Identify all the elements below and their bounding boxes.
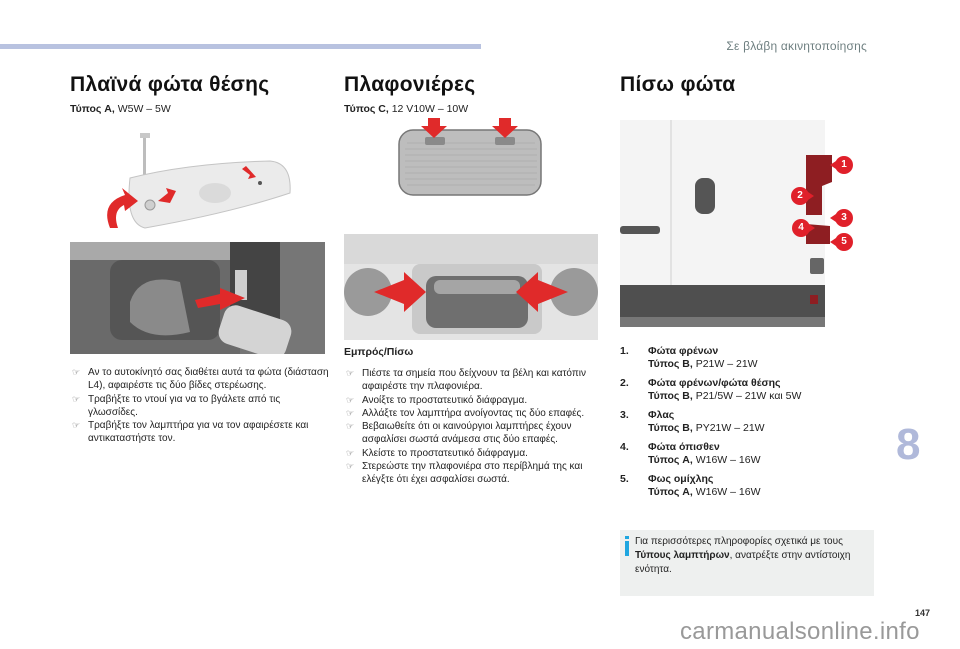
- rear-light-item: 5. Φως ομίχλης Τύπος A, W16W – 16W: [620, 473, 882, 499]
- press-arrow-left: [158, 188, 176, 203]
- rear-light-item: 3. Φλας Τύπος B, PY21W – 21W: [620, 409, 882, 435]
- pointing-hand-icon: ☞: [72, 393, 81, 404]
- screw-right: [258, 181, 262, 185]
- pointing-hand-icon: ☞: [346, 447, 355, 458]
- side-light-removal-figure: [70, 133, 325, 233]
- info-box: Για περισσότερες πληροφορίες σχετικά με …: [620, 530, 873, 596]
- light-name: Φώτα φρένων: [648, 345, 719, 357]
- press-arrow-left: [421, 118, 447, 138]
- light-type: Τύπος B, P21W – 21W: [648, 358, 758, 370]
- screwdriver-shaft: [143, 138, 146, 203]
- pointing-hand-icon: ☞: [346, 461, 355, 472]
- info-text: Για περισσότερες πληροφορίες σχετικά με …: [635, 536, 851, 575]
- pointing-hand-icon: ☞: [346, 407, 355, 418]
- insert-arrow: [195, 288, 245, 310]
- rear-light-item: 1. Φώτα φρένων Τύπος B, P21W – 21W: [620, 345, 882, 371]
- pointing-hand-icon: ☞: [72, 420, 81, 431]
- clip-left: [425, 137, 445, 145]
- rear-light-item: 4. Φώτα όπισθεν Τύπος A, W16W – 16W: [620, 441, 882, 467]
- courtesy-lights-title: Πλαφονιέρες: [344, 73, 476, 96]
- step-item: ☞Βεβαιωθείτε ότι οι καινούργιοι λαμπτήρε…: [346, 421, 572, 446]
- callout-pointer: [830, 238, 836, 246]
- press-arrow-right: [492, 118, 518, 138]
- step-item: ☞Κλείστε το προστατευτικό διάφραγμα.: [346, 447, 528, 459]
- reflector: [810, 295, 818, 304]
- courtesy-lights-steps: ☞Πιέστε τα σημεία που δείχνουν τα βέλη κ…: [344, 367, 606, 487]
- step-item: ☞Τραβήξτε το ντουί για να το βγάλετε από…: [72, 393, 281, 418]
- arrow-right: [516, 272, 568, 312]
- chapter-tab: [870, 530, 874, 596]
- pointing-hand-icon: ☞: [346, 421, 355, 432]
- callout-pointer: [830, 214, 836, 222]
- callout-pointer: [809, 224, 815, 232]
- rotate-arrow: [107, 188, 138, 228]
- courtesy-light-lens-figure: [395, 118, 545, 198]
- step-item: ☞Ανοίξτε το προστατευτικό διάφραγμα.: [346, 394, 528, 406]
- clip-right: [495, 137, 515, 145]
- door-handle: [695, 178, 715, 214]
- section-title: Σε βλάβη ακινητοποίησης: [726, 39, 867, 53]
- step-item: ☞Τραβήξτε τον λαμπτήρα για να τον αφαιρέ…: [72, 420, 309, 445]
- press-arrow-right: [242, 166, 256, 179]
- callout-badge-5: 5: [830, 233, 853, 251]
- light-name: Φως ομίχλης: [648, 473, 714, 485]
- plate-light: [810, 258, 824, 274]
- watermark: carmanualsonline.info: [680, 618, 920, 645]
- step-item: ☞Στερεώστε την πλαφονιέρα στο περίβλημά …: [346, 461, 583, 486]
- header-accent-bar: [0, 44, 481, 49]
- callout-pointer: [808, 192, 814, 200]
- light-type: Τύπος B, PY21W – 21W: [648, 422, 765, 434]
- page-number: 147: [915, 608, 931, 618]
- lens-bulge: [199, 183, 231, 203]
- side-lights-title: Πλαϊνά φώτα θέσης: [70, 73, 270, 96]
- contact-left: [344, 268, 392, 316]
- terminal: [235, 270, 247, 300]
- contact-right: [550, 268, 598, 316]
- bulb-types-link: Τύπους λαμπτήρων: [635, 550, 730, 561]
- bulb-socket: [130, 279, 190, 336]
- step-item: ☞Αλλάξτε τον λαμπτήρα ανοίγοντας τις δύο…: [346, 407, 585, 419]
- chapter-number: 8: [896, 420, 921, 469]
- side-rubbing-strip: [620, 226, 660, 234]
- type-value: 12 V10W – 10W: [388, 103, 469, 115]
- rear-lights-list: 1. Φώτα φρένων Τύπος B, P21W – 21W 2. Φώ…: [620, 345, 882, 505]
- tail-light-upper: [806, 155, 832, 215]
- arrow-left: [374, 272, 426, 312]
- pointing-hand-icon: ☞: [346, 368, 355, 378]
- callout-badge-1: 1: [830, 156, 853, 174]
- light-type: Τύπος B, P21/5W – 21W και 5W: [648, 390, 802, 402]
- side-lights-bulb-type: Τύπος A, W5W – 5W: [70, 103, 171, 115]
- courtesy-lights-bulb-type: Τύπος C, 12 V10W – 10W: [344, 103, 468, 115]
- side-lights-steps: ☞Αν το αυτοκίνητό σας διαθέτει αυτά τα φ…: [70, 366, 332, 446]
- callout-pointer: [830, 161, 836, 169]
- rear-lights-title: Πίσω φώτα: [620, 73, 736, 96]
- light-name: Φώτα όπισθεν: [648, 441, 720, 453]
- step-item: ☞Αν το αυτοκίνητό σας διαθέτει αυτά τα φ…: [72, 367, 329, 392]
- type-label: Τύπος A,: [70, 103, 115, 115]
- lower-bumper: [620, 285, 825, 317]
- type-label: Τύπος C,: [344, 103, 389, 115]
- pointing-hand-icon: ☞: [72, 367, 81, 377]
- pointing-hand-icon: ☞: [346, 394, 355, 405]
- light-name: Φώτα φρένων/φώτα θέσης: [648, 377, 781, 389]
- screwdriver-handle: [140, 133, 150, 138]
- light-type: Τύπος A, W16W – 16W: [648, 454, 761, 466]
- courtesy-light-bulb-figure: [344, 234, 598, 340]
- callout-badge-3: 3: [830, 209, 853, 227]
- w5w-bulb: [218, 305, 292, 354]
- front-rear-subheading: Εμπρός/Πίσω: [344, 346, 414, 358]
- rear-light-item: 2. Φώτα φρένων/φώτα θέσης Τύπος B, P21/5…: [620, 377, 882, 403]
- side-light-bulb-figure: [70, 242, 325, 354]
- screw-left: [144, 199, 156, 211]
- light-name: Φλας: [648, 409, 675, 421]
- info-icon: [625, 536, 629, 556]
- light-type: Τύπος A, W16W – 16W: [648, 486, 761, 498]
- callout-badge-4: 4: [792, 219, 815, 237]
- van-side-panel: [620, 120, 825, 285]
- type-value: W5W – 5W: [114, 103, 171, 115]
- callout-badge-2: 2: [791, 187, 814, 205]
- step-item: ☞Πιέστε τα σημεία που δείχνουν τα βέλη κ…: [346, 368, 586, 393]
